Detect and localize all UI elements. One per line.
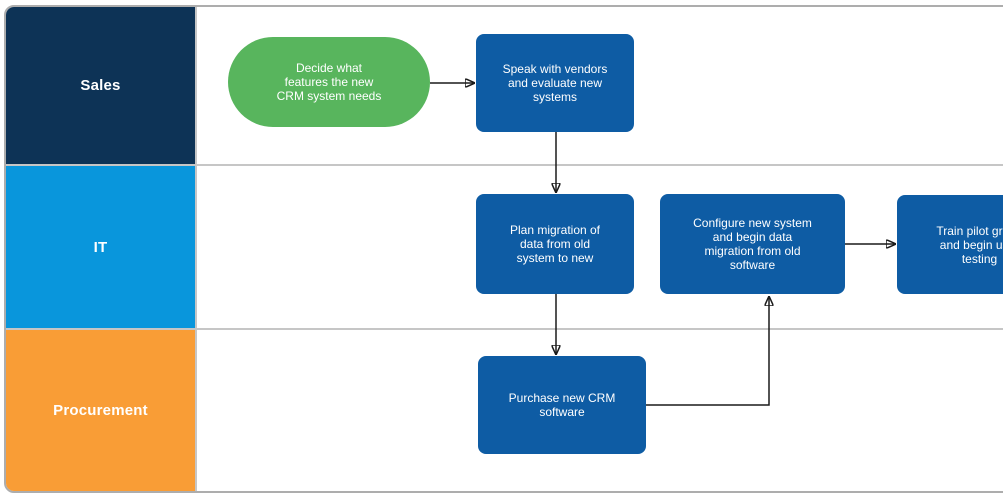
lane-header-sales: Sales bbox=[6, 7, 197, 164]
node-label: Decide what features the new CRM system … bbox=[276, 61, 382, 103]
lane-header-procurement: Procurement bbox=[6, 330, 197, 491]
node-plan-migration: Plan migration of data from old system t… bbox=[476, 194, 634, 294]
node-decide-features: Decide what features the new CRM system … bbox=[228, 37, 430, 127]
lane-label: IT bbox=[93, 238, 108, 256]
node-purchase-software: Purchase new CRM software bbox=[478, 356, 646, 454]
node-configure-system: Configure new system and begin data migr… bbox=[660, 194, 845, 294]
lane-header-it: IT bbox=[6, 166, 197, 328]
node-label: Purchase new CRM software bbox=[508, 391, 616, 419]
lane-label: Procurement bbox=[53, 402, 148, 419]
node-label: Plan migration of data from old system t… bbox=[509, 223, 601, 265]
lane-label: Sales bbox=[80, 77, 121, 94]
node-label: Speak with vendors and evaluate new syst… bbox=[502, 62, 608, 104]
node-label: Train pilot group and begin user testing bbox=[936, 223, 1003, 266]
node-speak-with-vendors: Speak with vendors and evaluate new syst… bbox=[476, 34, 634, 132]
node-label: Configure new system and begin data migr… bbox=[693, 216, 812, 272]
node-train-pilot-group: Train pilot group and begin user testing bbox=[897, 195, 1003, 294]
lane-sales: Sales bbox=[6, 7, 1003, 164]
